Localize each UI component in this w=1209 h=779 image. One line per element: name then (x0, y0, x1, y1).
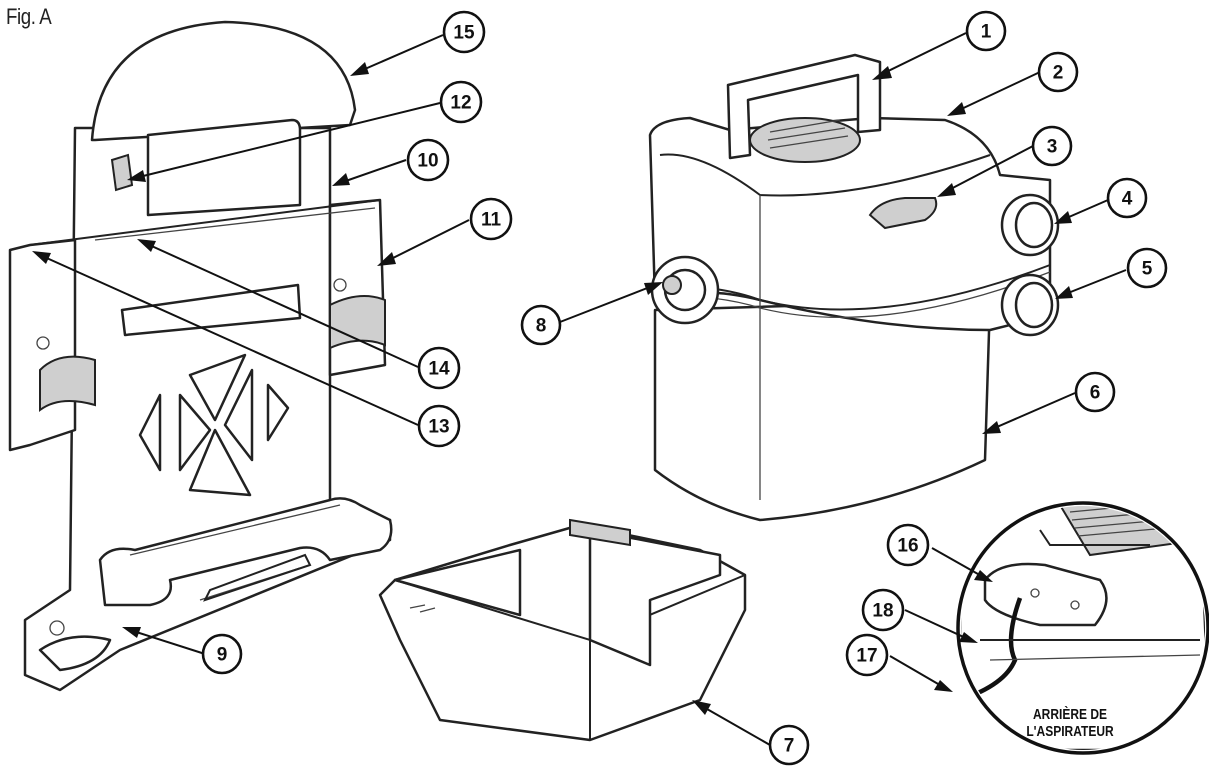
svg-text:18: 18 (872, 601, 893, 622)
latch-12 (110, 153, 134, 192)
tank (653, 298, 992, 522)
svg-text:8: 8 (536, 316, 547, 337)
callout-3: 3 (1031, 125, 1073, 167)
svg-text:10: 10 (417, 151, 438, 172)
motor-head (648, 116, 1052, 332)
callout-7: 7 (768, 724, 810, 766)
svg-text:15: 15 (453, 23, 475, 44)
svg-text:3: 3 (1047, 137, 1058, 158)
svg-text:11: 11 (481, 210, 502, 231)
svg-text:17: 17 (856, 646, 877, 667)
bracket-cap (90, 20, 357, 142)
callout-9: 9 (201, 633, 243, 675)
svg-text:7: 7 (784, 736, 795, 757)
callout-12: 12 (439, 80, 483, 124)
callout-18: 18 (861, 588, 905, 632)
svg-text:13: 13 (428, 417, 449, 438)
svg-text:2: 2 (1053, 63, 1064, 84)
collection-tray (378, 518, 747, 742)
vacuum-body (648, 53, 1060, 522)
callout-6: 6 (1074, 371, 1116, 413)
handle (726, 53, 882, 160)
callout-11: 11 (469, 197, 513, 241)
inset-caption-line-1: ARRIÈRE DE (1032, 706, 1107, 723)
svg-text:9: 9 (217, 645, 228, 666)
wall-bracket (8, 20, 393, 692)
callout-1: 1 (965, 10, 1007, 52)
inset-caption-line-2: L'ASPIRATEUR (1026, 723, 1114, 740)
svg-text:4: 4 (1122, 189, 1133, 210)
callout-17: 17 (845, 633, 889, 677)
callout-5: 5 (1126, 247, 1168, 289)
svg-text:5: 5 (1142, 259, 1153, 280)
callout-15: 15 (442, 10, 486, 54)
bracket-cradle (98, 497, 393, 607)
figure-title: Fig. A (6, 4, 52, 29)
svg-text:6: 6 (1090, 383, 1101, 404)
left-arm (8, 238, 77, 452)
svg-text:12: 12 (450, 93, 471, 114)
left-clip (39, 355, 96, 412)
callout-8: 8 (520, 304, 562, 346)
callout-4: 4 (1106, 177, 1148, 219)
callout-16: 16 (886, 523, 930, 567)
leader-lines (32, 32, 1127, 746)
callout-10: 10 (406, 138, 450, 182)
bracket-slot (120, 283, 302, 337)
svg-text:16: 16 (897, 536, 918, 557)
callout-13: 13 (417, 404, 461, 448)
bracket-window (146, 118, 302, 217)
callout-2: 2 (1037, 51, 1079, 93)
svg-text:14: 14 (428, 359, 450, 380)
callout-14: 14 (417, 346, 461, 390)
switch (868, 197, 938, 230)
svg-text:1: 1 (981, 22, 992, 43)
right-clip (329, 295, 386, 350)
